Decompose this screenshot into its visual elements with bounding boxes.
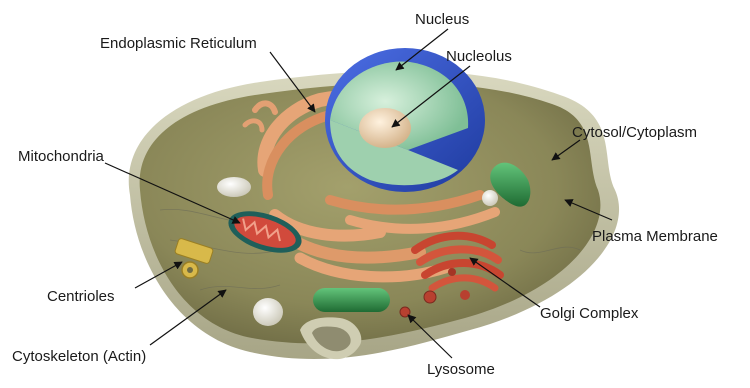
label-cytoskeleton: Cytoskeleton (Actin) (12, 348, 146, 366)
label-lysosome: Lysosome (427, 361, 495, 379)
label-endoplasmic-reticulum: Endoplasmic Reticulum (100, 35, 257, 53)
label-nucleolus: Nucleolus (446, 48, 512, 66)
label-golgi-complex: Golgi Complex (540, 305, 638, 323)
label-mitochondria: Mitochondria (18, 148, 104, 166)
label-cytosol: Cytosol/Cytoplasm (572, 124, 697, 142)
nucleolus-shape (359, 108, 411, 148)
label-nucleus: Nucleus (415, 11, 469, 29)
label-plasma-membrane: Plasma Membrane (592, 228, 718, 246)
label-centrioles: Centrioles (47, 288, 115, 306)
